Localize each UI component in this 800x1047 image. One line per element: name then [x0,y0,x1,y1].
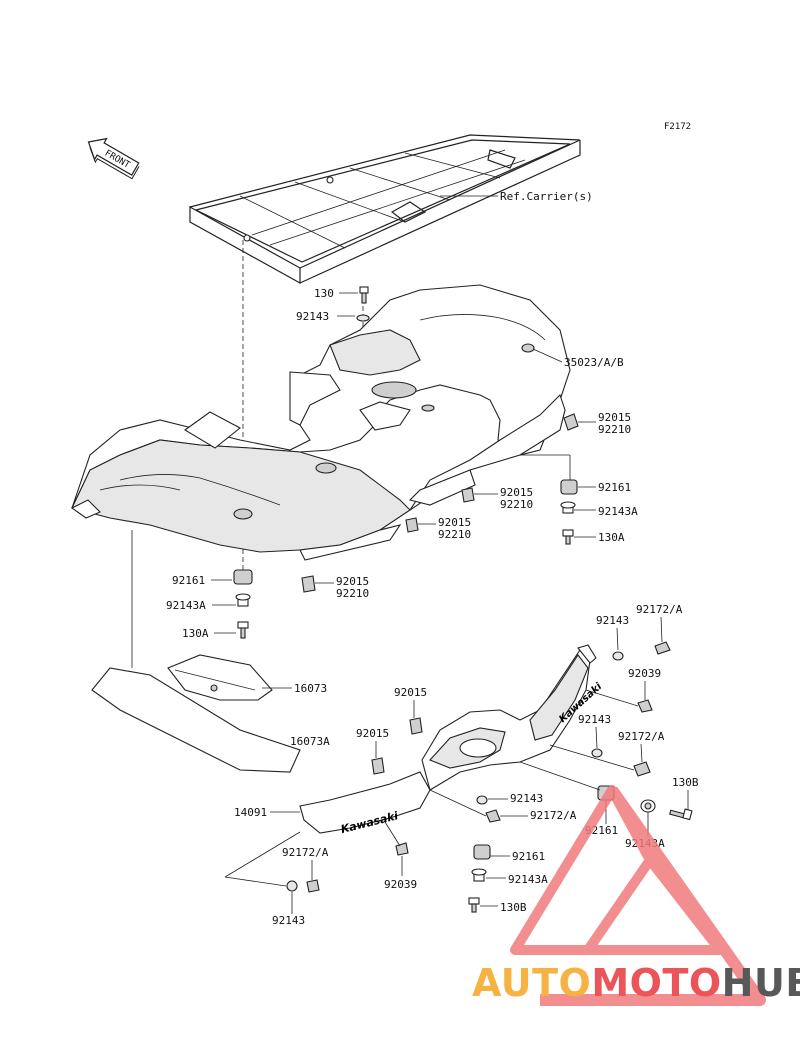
callout-ref-carrier: Ref.Carrier(s) [500,190,593,203]
logo-part-auto: AUTO [472,961,591,1005]
callout-130-top: 130 [314,287,334,300]
callout-130B-r: 130B [672,776,699,789]
collar-92143A-l [235,593,251,607]
callout-92015-r1: 92015 [598,411,631,424]
callout-92015-m2: 92015 [356,727,389,740]
clip-92015-r1 [563,413,579,431]
callout-92015-r3: 92015 [438,516,471,529]
callout-92143A-r: 92143A [598,505,638,518]
callout-92210-c: 92210 [336,587,369,600]
callout-92015-c: 92015 [336,575,369,588]
screw-92172A-bl [306,879,320,893]
clip-92039-b [395,842,409,856]
callout-130B-b: 130B [500,901,527,914]
front-arrow-icon: FRONT [87,137,140,180]
clip-92015-m2 [371,757,385,775]
bolt-130A-r [562,529,574,545]
callout-92172A-bl: 92172/A [282,846,329,859]
collar-92143A-r [560,501,576,514]
callout-92172A-rb2: 92172/A [618,730,665,743]
washer-92143-top [356,314,370,322]
screw-92172A-rb2 [633,761,651,777]
logo-part-moto: MOTO [591,961,721,1005]
bolt-130A-l [237,621,249,639]
callout-92039-rb: 92039 [628,667,661,680]
logo-text: AUTOMOTOHUB [472,961,800,1005]
callout-35023: 35023/A/B [564,356,624,369]
callout-92143A-l: 92143A [166,599,206,612]
callout-14091: 14091 [234,806,267,819]
rear-fender [70,284,571,561]
automotohub-logo: AUTOMOTOHUB [472,785,800,1006]
callout-92161-l: 92161 [172,574,205,587]
washer-92143-rb [612,651,624,661]
triangle-logo-icon [510,785,766,1006]
callout-92015-m1: 92015 [394,686,427,699]
bolt-130B-r [669,808,693,821]
callout-92172A-rb1: 92172/A [636,603,683,616]
clip-92015-r2 [461,487,475,503]
callout-16073A: 16073A [290,735,330,748]
callout-92161-b: 92161 [512,850,545,863]
collar-92143A-rb [640,799,656,813]
collar-92143A-b [471,868,487,882]
washer-92143-bl [286,880,298,892]
bolt-130-top [359,286,369,304]
callout-92143-m: 92143 [510,792,543,805]
grommet-92161-b [473,844,491,860]
logo-part-hub: HUB [722,961,800,1005]
callout-92039-b: 92039 [384,878,417,891]
callout-130A-l: 130A [182,627,209,640]
callout-92210-r1: 92210 [598,423,631,436]
mat-16073A [91,667,301,773]
washer-92143-rb2 [591,748,603,758]
callout-92143-bl: 92143 [272,914,305,927]
callout-92143-top: 92143 [296,310,329,323]
clip-92015-c [301,575,316,593]
figure-code: F2172 [664,122,691,132]
carrier-rack [188,134,581,285]
clip-92015-r3 [405,517,419,533]
callout-92143-rb2: 92143 [578,713,611,726]
clip-92015-m1 [409,717,423,735]
screw-92172A-rb1 [654,641,671,655]
callout-92210-r2: 92210 [500,498,533,511]
callout-92143A-b: 92143A [508,873,548,886]
callout-92015-r2: 92015 [500,486,533,499]
callout-92172A-m: 92172/A [530,809,577,822]
washer-92143-m [476,795,488,805]
side-cover-14091: Kawasaki Kawasaki [299,644,605,836]
callout-92210-r3: 92210 [438,528,471,541]
clip-92039-rb [637,699,653,713]
screw-92172A-m [485,809,501,823]
callout-130A-r: 130A [598,531,625,544]
mat-16073 [167,654,273,701]
bolt-130B-b [468,897,480,913]
callout-92143-rb: 92143 [596,614,629,627]
callout-92161-r: 92161 [598,481,631,494]
grommet-92161-r [560,479,578,495]
grommet-92161-l [233,569,253,585]
callout-16073: 16073 [294,682,327,695]
